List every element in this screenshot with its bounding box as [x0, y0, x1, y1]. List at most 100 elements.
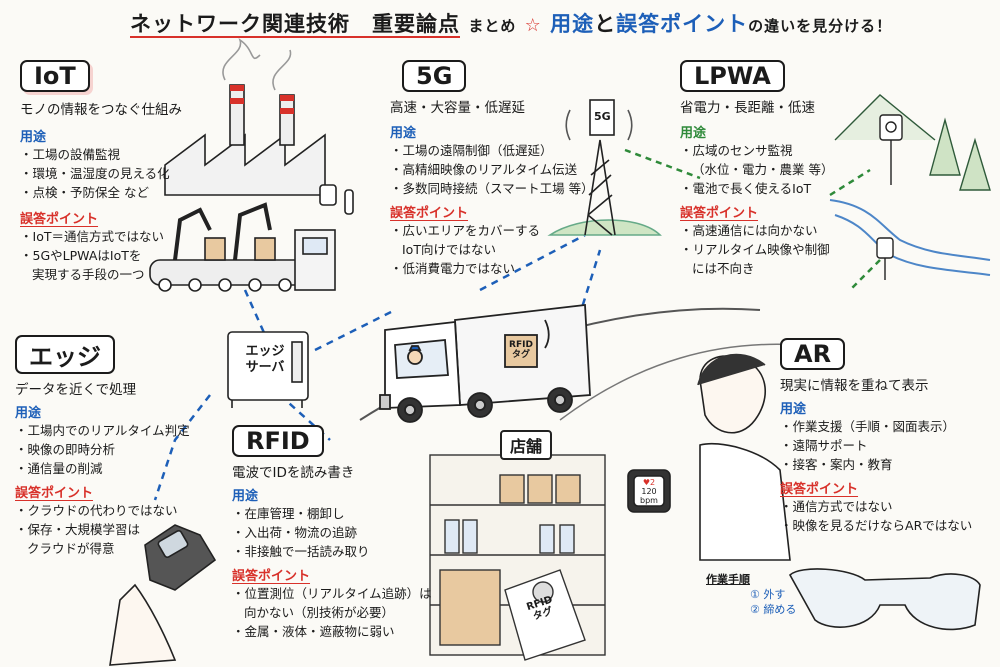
- ar-use-label: 用途: [780, 402, 807, 417]
- list-item: 工場の遠隔制御（低遅延）: [390, 141, 594, 160]
- rfid-desc: 電波でIDを読み書き: [232, 465, 355, 481]
- list-item: 高速通信には向かない: [680, 221, 833, 240]
- list-item: 通信方式ではない: [780, 497, 972, 516]
- list-item: 広いエリアをカバーする: [390, 221, 594, 240]
- 5g-ng-list: 広いエリアをカバーする IoT向けではない 低消費電力ではない: [390, 221, 594, 278]
- lpwa-use-label: 用途: [680, 126, 707, 141]
- ar-desc: 現実に情報を重ねて表示: [780, 378, 929, 394]
- edge-section: エッジ データを近くで処理 用途 工場内でのリアルタイム判定 映像の即時分析 通…: [15, 335, 190, 558]
- list-item: 電池で長く使えるIoT: [680, 179, 833, 198]
- watch-top: 2: [650, 478, 656, 487]
- 5g-section: 5G 高速・大容量・低遅延 用途 工場の遠隔制御（低遅延） 高精細映像のリアルタ…: [390, 60, 594, 278]
- list-item: 非接触で一括読み取り: [232, 542, 432, 561]
- ar-person-illustration: [627, 353, 981, 631]
- iot-use-label: 用途: [20, 130, 47, 145]
- list-item: IoT向けではない: [402, 242, 496, 257]
- list-item: 広域のセンサ監視: [680, 141, 833, 160]
- rfid-ng-label: 誤答ポイント: [232, 569, 311, 584]
- ar-use-list: 作業支援（手順・図面表示） 遠隔サポート 接客・案内・教育: [780, 417, 972, 474]
- store-sign: 店舗: [500, 430, 553, 460]
- list-item: 入出荷・物流の追跡: [232, 523, 432, 542]
- ar-hud-title: 作業手順: [706, 573, 750, 586]
- 5g-use-list: 工場の遠隔制御（低遅延） 高精細映像のリアルタイム伝送 多数同時接続（スマート工…: [390, 141, 594, 198]
- title-tail: の違いを見分ける！: [748, 17, 893, 35]
- watch-value: 120: [641, 487, 657, 496]
- title-use-word: 用途: [550, 12, 595, 36]
- truck-rfid-tag: RFID タグ: [507, 340, 535, 360]
- ar-ng-list: 通信方式ではない 映像を見るだけならARではない: [780, 497, 973, 535]
- iot-section: IoT モノの情報をつなぐ仕組み 用途 工場の設備監視 環境・温湿度の見える化 …: [20, 60, 182, 284]
- truck-illustration: [379, 303, 591, 423]
- rfid-ng-list: 位置測位（リアルタイム追跡）は 向かない（別技術が必要） 金属・液体・遮蔽物に弱…: [232, 584, 432, 641]
- watch-unit: bpm: [640, 496, 658, 505]
- list-item: 点検・予防保全 など: [20, 183, 182, 202]
- 5g-tower-label: 5G: [594, 110, 611, 123]
- list-item: 接客・案内・教育: [780, 455, 972, 474]
- list-item: 環境・温湿度の見える化: [20, 164, 182, 183]
- list-item: 5GやLPWAはIoTを: [20, 246, 182, 265]
- store-illustration: [429, 454, 606, 661]
- title-main: ネットワーク関連技術 重要論点: [130, 12, 460, 36]
- list-item: 映像の即時分析: [15, 440, 190, 459]
- rfid-scanner-illustration: [109, 524, 217, 666]
- edge-server-label-2: サーバ: [245, 360, 285, 375]
- smartwatch-display: ♥2 120 bpm: [636, 478, 662, 505]
- ar-hud: 作業手順 ① 外す ② 締める: [706, 572, 796, 617]
- title-small: まとめ: [468, 17, 517, 35]
- edge-use-list: 工場内でのリアルタイム判定 映像の即時分析 通信量の削減: [15, 421, 190, 478]
- lpwa-ng-label: 誤答ポイント: [680, 206, 759, 221]
- list-item: 向かない（別技術が必要）: [244, 605, 395, 620]
- lpwa-heading: LPWA: [680, 60, 785, 92]
- list-item: クラウドの代わりではない: [15, 501, 190, 520]
- list-item: クラウドが得意: [27, 541, 115, 556]
- title-and-word: と: [594, 12, 617, 36]
- ar-section: AR 現実に情報を重ねて表示 用途 作業支援（手順・図面表示） 遠隔サポート 接…: [780, 338, 972, 535]
- ar-hud-step2: ② 締める: [750, 603, 797, 616]
- list-item: 映像を見るだけならARではない: [780, 516, 973, 535]
- 5g-use-label: 用途: [390, 126, 417, 141]
- edge-server-label: エッジ サーバ: [240, 344, 290, 376]
- iot-ng-label: 誤答ポイント: [20, 212, 99, 227]
- list-item: リアルタイム映像や制御: [680, 240, 833, 259]
- list-item: 多数同時接続（スマート工場 等）: [390, 179, 594, 198]
- ar-ng-label: 誤答ポイント: [780, 482, 859, 497]
- edge-ng-list: クラウドの代わりではない 保存・大規模学習は クラウドが得意: [15, 501, 190, 558]
- edge-server-label-1: エッジ: [245, 344, 285, 359]
- list-item: 工場内でのリアルタイム判定: [15, 421, 190, 440]
- 5g-heading: 5G: [402, 60, 467, 92]
- list-item: 工場の設備監視: [20, 145, 182, 164]
- list-item: 在庫管理・棚卸し: [232, 504, 432, 523]
- lpwa-desc: 省電力・長距離・低速: [680, 100, 815, 116]
- list-item: 遠隔サポート: [780, 436, 972, 455]
- ar-heading: AR: [780, 338, 846, 370]
- iot-heading: IoT: [20, 60, 90, 92]
- list-item: 金属・液体・遮蔽物に弱い: [232, 622, 432, 641]
- edge-use-label: 用途: [15, 406, 42, 421]
- list-item: 実現する手段の一つ: [32, 267, 145, 282]
- list-item: IoT＝通信方式ではない: [20, 227, 182, 246]
- list-item: 低消費電力ではない: [390, 259, 594, 278]
- list-item: （水位・電力・農業 等）: [692, 162, 834, 177]
- edge-heading: エッジ: [15, 335, 115, 374]
- iot-ng-list: IoT＝通信方式ではない 5GやLPWAはIoTを 実現する手段の一つ: [20, 227, 182, 284]
- list-item: には不向き: [692, 261, 755, 276]
- truck-tag-label-1: RFID: [509, 340, 533, 350]
- ar-hud-step1: ① 外す: [750, 588, 786, 601]
- list-item: 保存・大規模学習は: [15, 520, 190, 539]
- edge-server-illustration: [227, 331, 309, 408]
- iot-desc: モノの情報をつなぐ仕組み: [20, 102, 182, 118]
- heart-icon: ♥2: [642, 478, 656, 487]
- page-title: ネットワーク関連技術 重要論点 まとめ ☆ 用途と誤答ポイントの違いを見分ける！: [130, 8, 892, 38]
- 5g-lpwa-link: [624, 148, 701, 180]
- star-icon: ☆: [524, 15, 542, 36]
- rfid-section: RFID 電波でIDを読み書き 用途 在庫管理・棚卸し 入出荷・物流の追跡 非接…: [232, 425, 432, 641]
- lpwa-use-list: 広域のセンサ監視 （水位・電力・農業 等） 電池で長く使えるIoT: [680, 141, 833, 198]
- list-item: 位置測位（リアルタイム追跡）は: [232, 584, 432, 603]
- edge-desc: データを近くで処理: [15, 382, 137, 398]
- lpwa-section: LPWA 省電力・長距離・低速 用途 広域のセンサ監視 （水位・電力・農業 等）…: [680, 60, 833, 278]
- rfid-use-label: 用途: [232, 489, 259, 504]
- edge-ng-label: 誤答ポイント: [15, 486, 94, 501]
- rfid-heading: RFID: [232, 425, 324, 457]
- iot-use-list: 工場の設備監視 環境・温湿度の見える化 点検・予防保全 など: [20, 145, 182, 202]
